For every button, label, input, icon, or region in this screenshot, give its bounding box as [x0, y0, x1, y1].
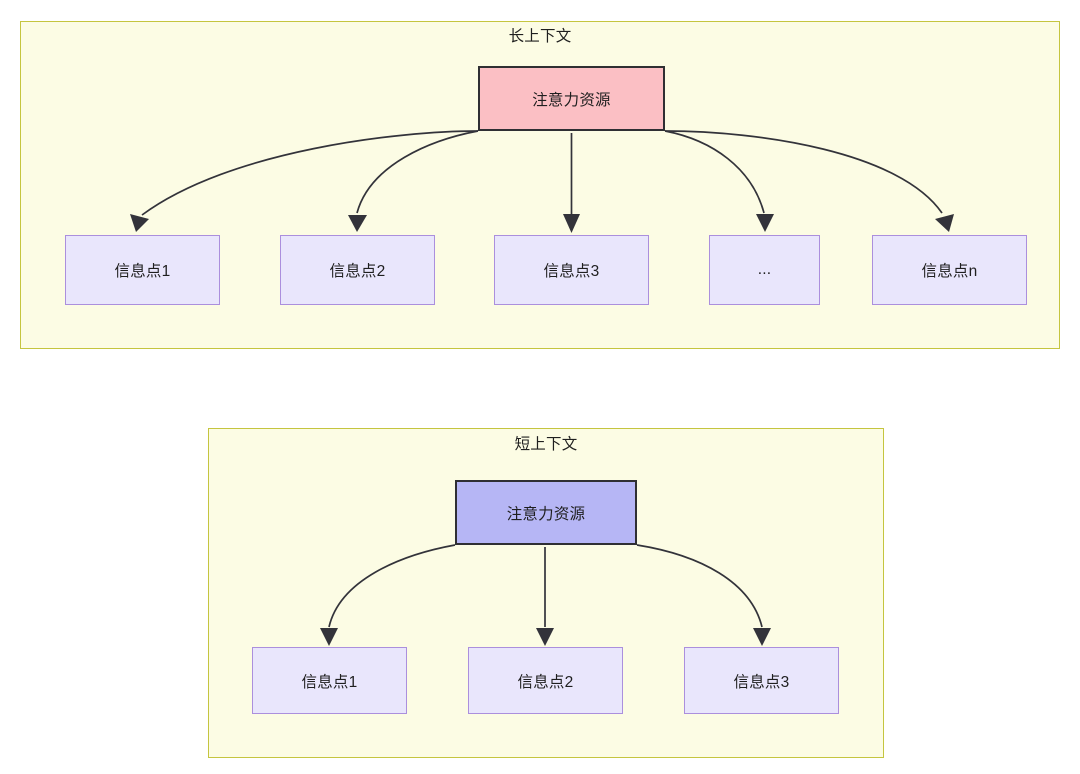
- node-info-point-long-3[interactable]: 信息点3: [494, 235, 649, 305]
- node-info-point-long-1[interactable]: 信息点1: [65, 235, 220, 305]
- node-attention-resource-short[interactable]: 注意力资源: [455, 480, 637, 545]
- node-info-point-short-2[interactable]: 信息点2: [468, 647, 623, 714]
- node-info-point-long-ellipsis[interactable]: ...: [709, 235, 820, 305]
- node-attention-resource-long[interactable]: 注意力资源: [478, 66, 665, 131]
- node-info-point-short-3[interactable]: 信息点3: [684, 647, 839, 714]
- node-info-point-long-n[interactable]: 信息点n: [872, 235, 1027, 305]
- group-short-context-title: 短上下文: [514, 436, 578, 453]
- group-long-context-title: 长上下文: [508, 28, 572, 45]
- node-info-point-long-2[interactable]: 信息点2: [280, 235, 435, 305]
- node-info-point-short-1[interactable]: 信息点1: [252, 647, 407, 714]
